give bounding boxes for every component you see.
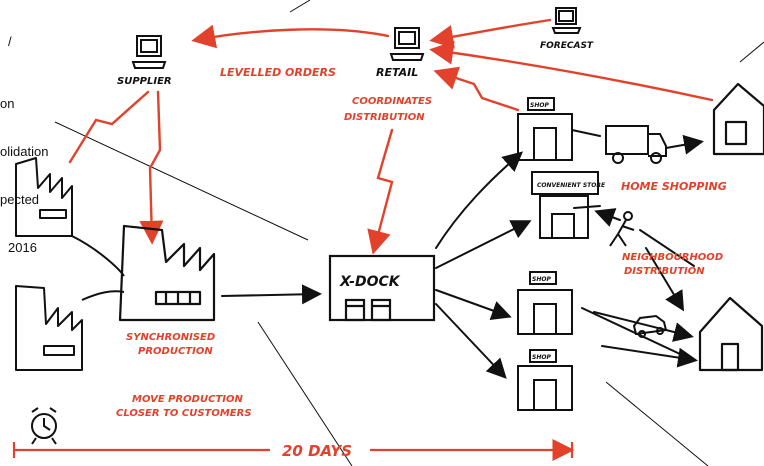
move-production-label: MOVE PRODUCTION [132, 394, 243, 405]
car-icon [632, 314, 668, 338]
alarm-clock-icon [31, 407, 57, 445]
computer-icon [551, 7, 582, 34]
neighbourhood-label: NEIGHBOURHOOD [622, 252, 723, 263]
forecast-label: FORECAST [540, 41, 594, 51]
shop-icon [517, 271, 573, 335]
factory-icon [118, 224, 216, 322]
side-note: / on olidation pected 2016 [0, 2, 48, 288]
coordinates-label-2: DISTRIBUTION [344, 112, 425, 123]
shop-icon [517, 349, 573, 411]
delivery-truck-icon [605, 125, 667, 164]
convenience-store-icon [531, 171, 599, 239]
home-shopping-label: HOME SHOPPING [621, 180, 727, 193]
house-icon [698, 296, 764, 372]
synchronised-label-2: PRODUCTION [138, 346, 213, 357]
black-flows [221, 129, 704, 379]
side-note-line: 2016 [8, 240, 37, 255]
convenience-sign: CONVENIENT STORE [537, 182, 606, 189]
supplier-label: SUPPLIER [117, 76, 172, 87]
person-icon [609, 211, 635, 247]
levelled-orders-label: LEVELLED ORDERS [220, 66, 336, 79]
coordinates-label: COORDINATES [352, 96, 432, 107]
shop-sign: SHOP [532, 276, 551, 283]
neighbourhood-label-2: DISTRIBUTION [624, 266, 705, 277]
xdock-building [328, 254, 436, 322]
side-note-line: olidation [0, 144, 49, 159]
red-flows [68, 18, 714, 255]
factory-icon [15, 157, 125, 277]
side-note-line: pected [0, 192, 40, 207]
computer-icon [389, 27, 425, 61]
synchronised-label: SYNCHRONISED [126, 332, 215, 343]
move-production-label-2: CLOSER TO CUSTOMERS [116, 408, 252, 419]
house-icon [712, 82, 764, 156]
xdock-label: X-DOCK [339, 274, 401, 290]
side-note-line: / [8, 34, 12, 49]
shop-sign: SHOP [532, 354, 551, 361]
retail-label: RETAIL [376, 66, 418, 79]
leader-lines [54, 0, 764, 466]
timeline-bar [12, 439, 575, 461]
shop-sign: SHOP [530, 102, 549, 109]
factory-icon [15, 285, 125, 371]
side-note-line: on [0, 96, 15, 111]
timeline-label: 20 DAYS [282, 442, 352, 460]
shop-icon [517, 97, 573, 161]
computer-icon [131, 35, 167, 69]
